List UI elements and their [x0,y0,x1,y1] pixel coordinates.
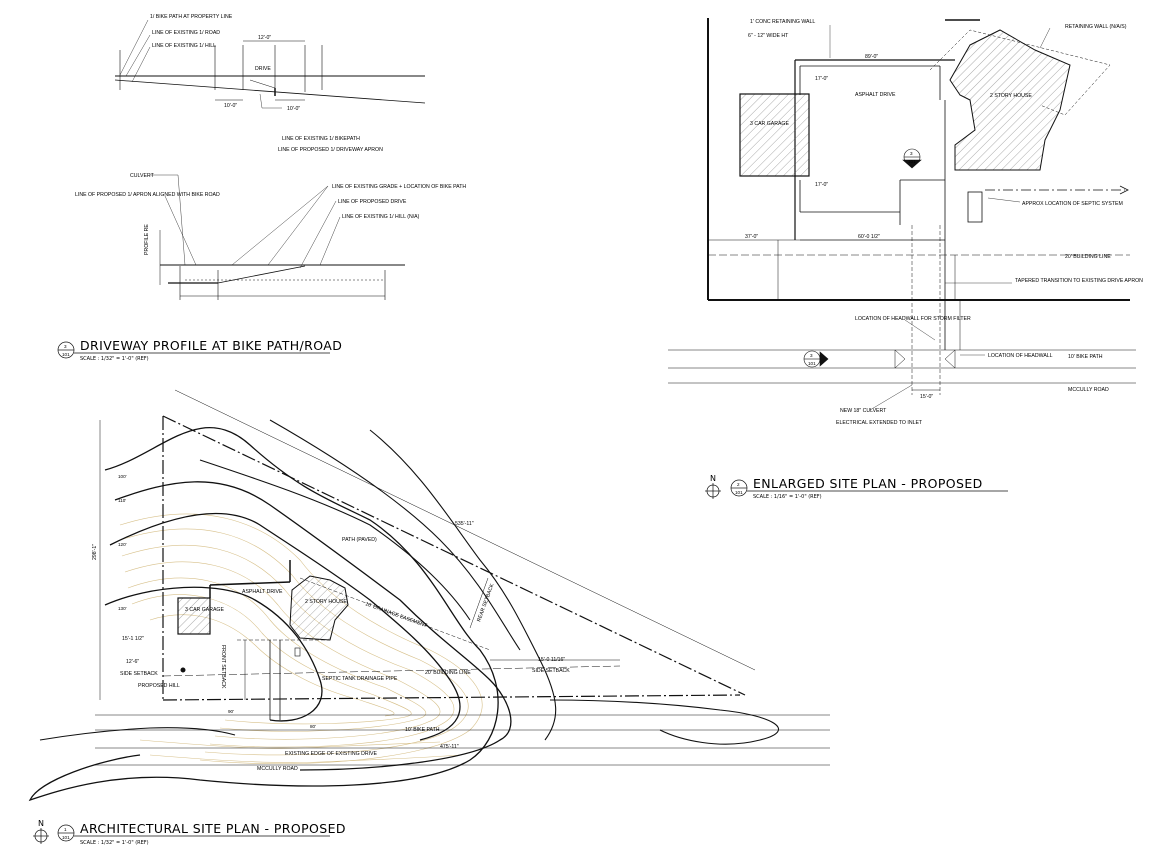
driveway-profile-bottom [150,174,405,300]
label-retaining-wall: 1' CONC RETAINING WALL [750,19,815,25]
title-badge-enlarged [705,479,1008,499]
scale-driveway-profile: SCALE : 1/32" = 1'-0" (REF) [80,356,149,362]
section-num-1: 3 [910,151,913,156]
title-driveway-profile: DRIVEWAY PROFILE AT BIKE PATH/ROAD [80,338,342,353]
scale-enlarged-site-plan: SCALE : 1/16" = 1'-0" (REF) [753,494,822,500]
label-existing-grade: LINE OF EXISTING GRADE + LOCATION OF BIK… [332,184,466,190]
section-marker-enlarged [803,148,922,368]
label-headwall: LOCATION OF HEADWALL FOR STORM FILTER [855,316,971,322]
site-dim-bottom: 475'-11" [440,744,459,750]
dim-small-1: 17'-0" [815,76,828,82]
contour-label-1: 100' [118,474,127,479]
site-label-side-setback-l: SIDE SETBACK [120,671,158,677]
label-culvert-sub: ELECTRICAL EXTENDED TO INLET [836,420,923,426]
label-retaining-wall-right: RETAINING WALL (N/A/S) [1065,24,1127,30]
site-label-septic: SEPTIC TANK DRAINAGE PIPE [322,676,398,682]
label-drive: DRIVE [255,66,271,72]
label-septic: APPROX LOCATION OF SEPTIC SYSTEM [1022,201,1123,207]
label-new-culvert: NEW 18" CULVERT [840,408,887,414]
badge-number-site: 1 [64,827,67,832]
dim-top: 89'-0" [865,54,878,60]
badge-number-enlarged: 2 [737,482,740,487]
site-label-front-setback: FRONT SETBACK [220,645,226,689]
title-architectural-site-plan: ARCHITECTURAL SITE PLAN - PROPOSED [80,821,346,836]
dim-10ft-a: 10'-0" [224,103,237,109]
site-dim-right: 15'-0 11/16" [538,657,565,663]
title-badge-site [33,824,330,844]
badge-sheet-site: 101 [62,835,70,840]
dim-small-2: 17'-0" [815,182,828,188]
label-proposed-align: LINE OF PROPOSED 1/ APRON ALIGNED WITH B… [75,192,220,198]
label-existing-road: LINE OF EXISTING 1/ ROAD [152,30,220,36]
site-label-path: PATH (PAVED) [342,537,377,543]
label-garage: 3 CAR GARAGE [750,121,789,127]
site-label-asphalt: ASPHALT DRIVE [242,589,283,595]
label-tapered: TAPERED TRANSITION TO EXISTING DRIVE APR… [1015,278,1143,284]
title-enlarged-site-plan: ENLARGED SITE PLAN - PROPOSED [753,476,983,491]
badge-number-profile: 3 [64,344,67,349]
label-building-line: 20' BUILDING LINE [1065,254,1111,260]
north-arrow-enlarged: N [710,474,716,483]
site-label-building-line: 20' BUILDING LINE [425,670,471,676]
site-label-road: MCCULLY ROAD [257,766,298,772]
title-badge-profile [57,341,330,359]
section-sheet-1: 101 [908,159,916,164]
site-label-garage: 3 CAR GARAGE [185,607,224,613]
dim-12ft: 12'-0" [258,35,271,41]
dim-10ft-b: 10'-0" [287,106,300,112]
dim-left: 37'-0" [745,234,758,240]
site-dim-sb: 15'-1 1/2" [122,636,144,642]
label-culvert: CULVERT [130,173,155,179]
dim-mid: 60'-0 1/2" [858,234,880,240]
label-retaining-wall-sub: 6" - 12" WIDE HT [748,33,789,39]
site-label-house: 2 STORY HOUSE [305,599,347,605]
label-asphalt-drive: ASPHALT DRIVE [855,92,896,98]
site-label-bike-path: 10' BIKE PATH [405,727,440,733]
site-label-side-setback-r: SIDE SETBACK [532,668,570,674]
site-dim-left: 298'-1" [92,544,98,560]
dim-bottom: 15'-0" [920,394,933,400]
section-sheet-2: 101 [808,361,816,366]
enlarged-site-plan [668,18,1136,411]
badge-sheet-profile: 101 [62,352,70,357]
label-proposed-drive: LINE OF PROPOSED DRIVE [338,199,407,205]
section-num-2: 3 [810,353,813,358]
label-existing-hill: LINE OF EXISTING 1/ HILL [152,43,216,49]
site-label-drainage: 10' DRAINAGE EASEMENT [364,601,428,629]
label-existing-bikepath: LINE OF EXISTING 1/ BIKEPATH [282,136,360,142]
scale-architectural-site-plan: SCALE : 1/32" = 1'-0" (REF) [80,840,149,846]
contour-label-6: 80' [310,724,316,729]
site-dim-sb2: 12'-6" [126,659,139,665]
contour-label-2: 110' [118,498,126,503]
north-arrow-site: N [38,819,44,828]
site-label-hill: PROPOSED HILL [138,683,180,689]
contour-label-4: 130' [118,606,127,611]
badge-sheet-enlarged: 101 [735,490,743,495]
label-house: 2 STORY HOUSE [990,93,1032,99]
label-proposed-driveway: LINE OF PROPOSED 1/ DRIVEWAY APRON [278,147,383,153]
label-road-enlarged: MCCULLY ROAD [1068,387,1109,393]
site-label-existing-edge: EXISTING EDGE OF EXISTING DRIVE [285,751,377,757]
label-profile-vertical: PROFILE RE [144,224,150,255]
label-bike-path-enlarged: 10' BIKE PATH [1068,354,1103,360]
site-plan-lines [28,389,830,802]
site-dim-diagonal: 535'-11" [455,521,474,527]
driveway-profile-top [114,19,426,109]
contour-label-5: 90' [228,709,234,714]
label-bike-path: 1/ BIKE PATH AT PROPERTY LINE [150,14,233,20]
contour-label-3: 120' [118,542,127,547]
label-existing-hill-2: LINE OF EXISTING 1/ HILL (N/A) [342,214,420,220]
label-headwall-2: LOCATION OF HEADWALL [988,353,1053,359]
